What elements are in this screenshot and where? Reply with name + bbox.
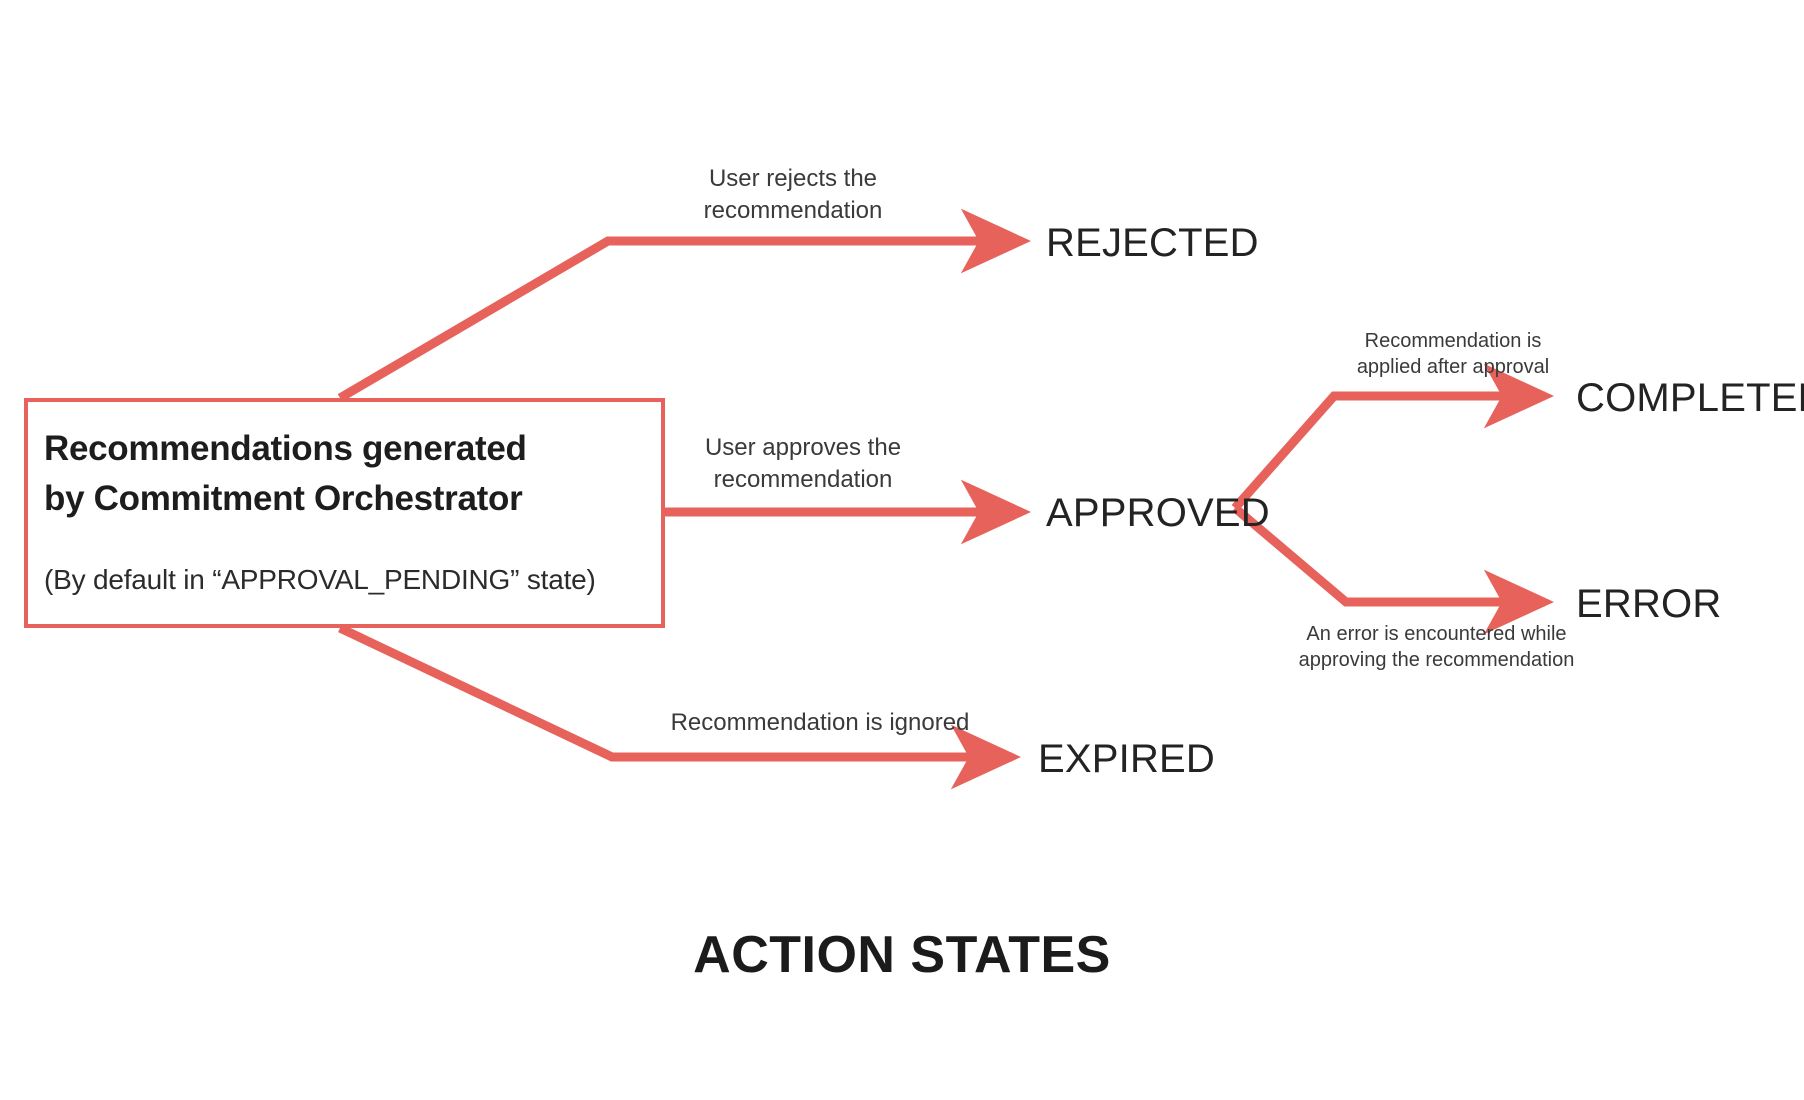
edge-label-to-approved: User approves the recommendation [633, 432, 973, 495]
edge-label-to-completed: Recommendation is applied after approval [1338, 328, 1568, 381]
edge-label-to-rejected-line-1: User rejects the [708, 165, 878, 192]
edge-label-to-error-line-1: An error is encountered while [1306, 623, 1567, 645]
edge-label-to-completed-line-1: Recommendation is [1364, 330, 1542, 352]
edge-label-to-error-line-2: approving the recommendation [1298, 649, 1575, 672]
source-node: Recommendations generated by Commitment … [24, 398, 665, 628]
edge-to-rejected [337, 208, 1032, 402]
edge-label-to-completed-line-2: applied after approval [1356, 356, 1550, 379]
edge-label-to-rejected-line-2: recommendation [703, 196, 883, 224]
edge-label-to-approved-line-2: recommendation [713, 465, 893, 493]
edge-label-to-expired: Recommendation is ignored [640, 707, 1000, 739]
edge-label-to-approved-line-1: User approves the [704, 434, 902, 461]
edge-label-to-error: An error is encountered while approving … [1295, 621, 1578, 674]
source-title-line-1: Recommendations generated [44, 429, 527, 468]
diagram-title: ACTION STATES [693, 926, 1111, 984]
source-node-title: Recommendations generated by Commitment … [44, 424, 645, 523]
source-title-line-2: by Commitment Orchestrator [44, 478, 523, 518]
state-label-approved: APPROVED [1046, 491, 1270, 535]
edge-label-to-expired-line-1: Recommendation is ignored [670, 709, 970, 736]
state-label-error: ERROR [1576, 582, 1722, 626]
state-label-rejected: REJECTED [1046, 221, 1259, 265]
edge-to-completed [1231, 363, 1555, 511]
source-node-subtitle: (By default in “APPROVAL_PENDING” state) [44, 564, 596, 595]
edge-label-to-rejected: User rejects the recommendation [613, 163, 973, 226]
state-label-completed: COMPLETED [1576, 376, 1804, 420]
state-label-expired: EXPIRED [1038, 737, 1216, 781]
edge-to-error [1232, 504, 1555, 635]
